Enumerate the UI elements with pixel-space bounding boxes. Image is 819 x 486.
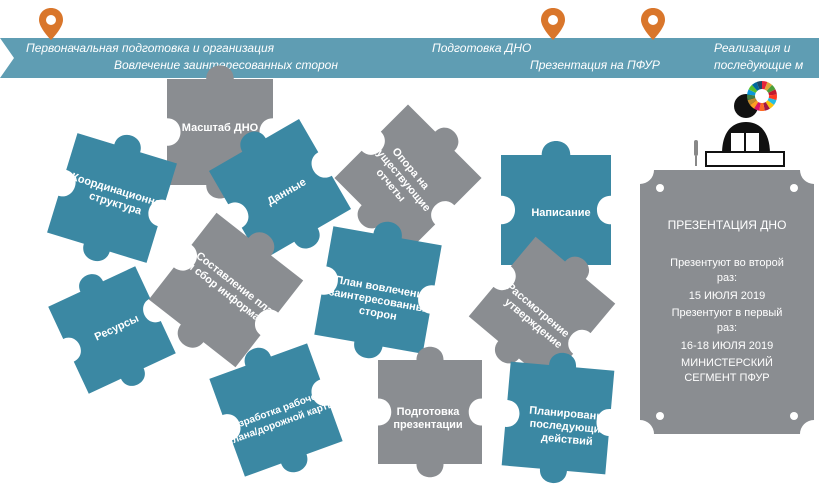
sdg-wheel-segment (759, 102, 765, 111)
timeline-label-presentation-hlpf: Презентация на ПФУР (530, 58, 660, 72)
piece-label-writing: Написание (531, 207, 591, 219)
sdg-wheel-segment (768, 94, 777, 101)
sdg-wheel-segment (751, 82, 760, 91)
sdg-wheel-segment (748, 84, 758, 93)
piece-label-presentation-prep: Подготовка презентации (393, 406, 463, 431)
sdg-wheel-segment (763, 101, 770, 111)
puzzle-piece-follow-up (501, 352, 615, 484)
sdg-wheel-segment (765, 100, 774, 109)
puzzle-piece-review (468, 236, 616, 384)
speaker-at-podium-icon (694, 94, 785, 167)
puzzle-piece-presentation-prep (378, 346, 482, 478)
sdg-wheel-segment (767, 97, 777, 106)
presentation-title: ПРЕЗЕНТАЦИЯ ДНО (667, 218, 787, 232)
puzzle-piece-engagement-plan (314, 221, 442, 359)
presentation-second-label: Презентуют во второй раз: (670, 257, 784, 284)
sdg-wheel-segment (747, 94, 756, 101)
location-pin-icon (641, 8, 665, 40)
piece-label-scope: Масштаб ДНО (181, 122, 259, 134)
sdg-wheel-segment (764, 82, 773, 91)
sdg-wheel-segment (768, 89, 777, 96)
puzzle-piece-roadmap (209, 343, 343, 477)
sdg-wheel-segment (766, 84, 776, 93)
presentation-first-date: 16-18 ИЮЛЯ 2019 (680, 340, 774, 352)
presentation-first-label: Презентуют в первый раз: (671, 307, 783, 334)
presentation-plaque (640, 170, 814, 434)
timeline-label-stakeholders: Вовлечение заинтересованных сторон (114, 58, 338, 72)
presentation-segment: МИНИСТЕРСКИЙ СЕГМЕНТ ПФУР (681, 357, 773, 384)
sdg-wheel-icon (747, 81, 777, 111)
timeline-label-initial-prep: Первоначальная подготовка и организация (26, 41, 275, 55)
puzzle-piece-data (208, 118, 352, 262)
presentation-second-date: 15 ИЮЛЯ 2019 (688, 290, 766, 302)
timeline-label-preparation: Подготовка ДНО (432, 41, 532, 55)
puzzle-piece-writing (501, 140, 611, 280)
location-pin-icon (39, 8, 63, 40)
timeline-banner (0, 38, 819, 78)
sdg-wheel-segment (754, 101, 761, 111)
sdg-wheel-segment (750, 100, 759, 109)
puzzle-piece-existing-reports (334, 104, 482, 252)
sdg-wheel-segment (762, 81, 768, 90)
timeline-label-implementation: Реализация и (714, 41, 791, 55)
sdg-wheel-segment (756, 81, 762, 90)
sdg-wheel-segment (747, 89, 756, 96)
sdg-wheel-segment (747, 97, 757, 106)
location-pin-icon (541, 8, 565, 40)
puzzle-piece-resources (48, 266, 176, 394)
puzzle-piece-planning-info (148, 212, 304, 368)
puzzle-piece-coordination (47, 133, 177, 263)
timeline-label-followup: последующие м (714, 58, 804, 72)
